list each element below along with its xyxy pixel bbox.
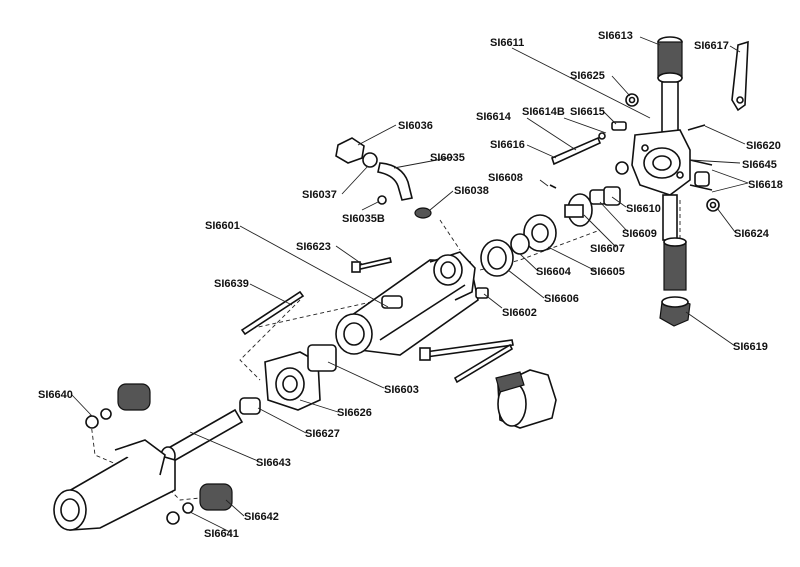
cylinder-housing — [53, 439, 176, 531]
label-si6626: SI6626 — [337, 407, 372, 419]
label-si6035: SI6035 — [430, 152, 465, 164]
valve-small-parts — [551, 93, 720, 212]
label-si6625: SI6625 — [570, 70, 605, 82]
valve-body — [631, 129, 691, 196]
label-si6643: SI6643 — [256, 457, 291, 469]
label-si6601: SI6601 — [205, 220, 240, 232]
label-si6605: SI6605 — [590, 266, 625, 278]
label-si6036: SI6036 — [398, 120, 433, 132]
label-si6610: SI6610 — [626, 203, 661, 215]
label-si6640: SI6640 — [38, 389, 73, 401]
elbow-fitting — [335, 137, 432, 219]
label-si6645: SI6645 — [742, 159, 777, 171]
label-si6602: SI6602 — [502, 307, 537, 319]
label-si6642: SI6642 — [244, 511, 279, 523]
label-si6037: SI6037 — [302, 189, 337, 201]
label-si6607: SI6607 — [590, 243, 625, 255]
valve-tube-bottom — [659, 194, 691, 327]
label-si6613: SI6613 — [598, 30, 633, 42]
label-si6619: SI6619 — [733, 341, 768, 353]
label-si6606: SI6606 — [544, 293, 579, 305]
label-si6611: SI6611 — [490, 37, 524, 49]
label-si6615: SI6615 — [570, 106, 605, 118]
label-si6035b: SI6035B — [342, 213, 385, 225]
label-si6038: SI6038 — [454, 185, 489, 197]
part-labels: SI6611 SI6613 SI6617 SI6625 SI6614B SI66… — [38, 30, 783, 540]
bearing-stack — [480, 184, 621, 277]
valve-tube-top — [657, 36, 683, 133]
label-si6609: SI6609 — [622, 228, 657, 240]
label-si6614b: SI6614B — [522, 106, 565, 118]
label-si6616: SI6616 — [490, 139, 525, 151]
label-si6641: SI6641 — [204, 528, 239, 540]
label-si6618: SI6618 — [748, 179, 783, 191]
label-si6614: SI6614 — [476, 111, 512, 123]
main-cylinder-body — [335, 251, 479, 356]
flange-and-piston — [160, 344, 337, 466]
label-si6604: SI6604 — [536, 266, 572, 278]
label-si6639: SI6639 — [214, 278, 249, 290]
valve-lever — [731, 40, 749, 112]
label-si6617: SI6617 — [694, 40, 729, 52]
label-si6624: SI6624 — [734, 228, 770, 240]
label-si6620: SI6620 — [746, 140, 781, 152]
leader-lines — [71, 36, 749, 533]
label-si6603: SI6603 — [384, 384, 419, 396]
springs-and-washers — [85, 383, 233, 525]
label-si6608: SI6608 — [488, 172, 523, 184]
clamp-sleeve — [495, 369, 557, 429]
label-si6627: SI6627 — [305, 428, 340, 440]
label-si6623: SI6623 — [296, 241, 331, 253]
